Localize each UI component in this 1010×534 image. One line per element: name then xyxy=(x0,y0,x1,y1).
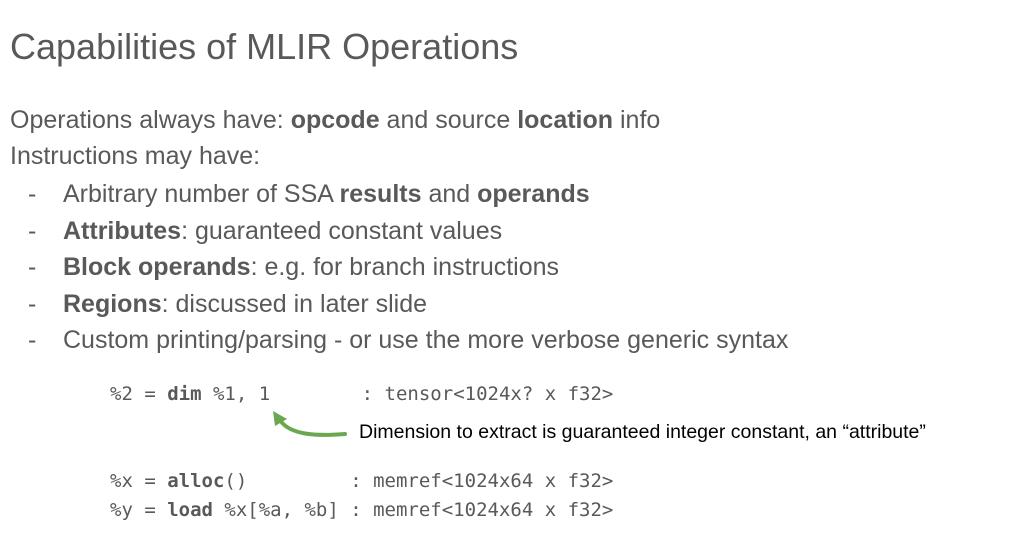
regions-term: Regions xyxy=(63,289,162,318)
attributes-term: Attributes xyxy=(63,216,182,245)
bullet-dash: - xyxy=(28,253,37,282)
text: : discussed in later slide xyxy=(161,289,428,318)
code-text: %1, 1 : tensor<1024x? x f32> xyxy=(201,383,614,405)
text: Operations always have: xyxy=(10,106,291,134)
code-text: %x = xyxy=(110,470,168,492)
results-term: results xyxy=(339,180,422,208)
code-text: %y = xyxy=(110,499,168,521)
attribute-annotation: Dimension to extract is guaranteed integ… xyxy=(359,421,926,443)
slide-title: Capabilities of MLIR Operations xyxy=(10,26,519,67)
bullet-dash: - xyxy=(28,326,37,355)
code-text: %2 = xyxy=(110,383,168,405)
block-operands-term: Block operands xyxy=(63,253,251,282)
text: and source xyxy=(379,106,518,134)
code-line-dim: %2 = dim %1, 1 : tensor<1024x? x f32> xyxy=(110,380,613,409)
code-line-alloc: %x = alloc() : memref<1024x64 x f32> xyxy=(110,467,613,496)
operands-term: operands xyxy=(477,180,590,208)
bullet-dash: - xyxy=(28,216,37,245)
code-keyword: dim xyxy=(167,383,202,405)
opcode-term: opcode xyxy=(290,106,380,134)
arrow-icon xyxy=(273,411,347,437)
bullet-dash: - xyxy=(28,180,37,208)
text: Arbitrary number of SSA xyxy=(63,180,340,208)
code-text: () : memref<1024x64 x f32> xyxy=(224,470,614,492)
code-keyword: alloc xyxy=(167,470,225,492)
text: and xyxy=(421,180,478,208)
code-line-load: %y = load %x[%a, %b] : memref<1024x64 x … xyxy=(110,496,613,525)
code-text: %x[%a, %b] : memref<1024x64 x f32> xyxy=(212,499,614,521)
operations-line: Operations always have: opcode and sourc… xyxy=(10,106,660,135)
code-keyword: load xyxy=(167,499,213,521)
text: Custom printing/parsing - or use the mor… xyxy=(63,326,789,355)
location-term: location xyxy=(517,106,614,134)
text: : guaranteed constant values xyxy=(181,216,503,245)
bullet-dash: - xyxy=(28,289,37,318)
instructions-line: Instructions may have: xyxy=(10,142,261,170)
text: : e.g. for branch instructions xyxy=(250,253,560,282)
text: info xyxy=(613,106,661,134)
